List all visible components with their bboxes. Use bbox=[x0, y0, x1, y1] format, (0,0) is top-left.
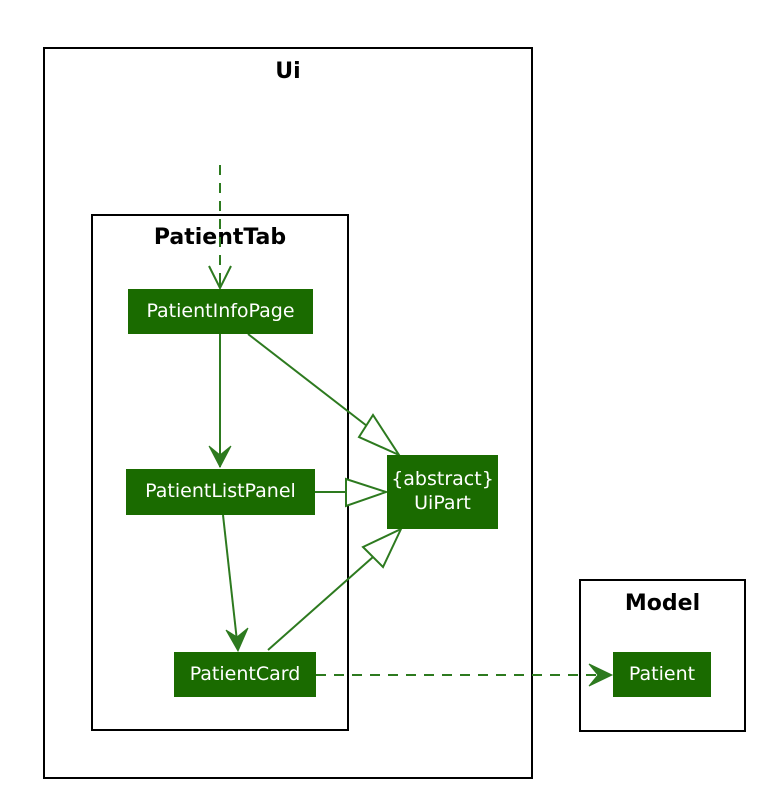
package-ui: Ui bbox=[43, 47, 533, 779]
package-model: Model bbox=[579, 579, 746, 732]
class-patient: Patient bbox=[613, 652, 711, 697]
arrowhead-listpanel-card bbox=[225, 627, 249, 653]
class-ui-part-label: UiPart bbox=[414, 492, 471, 514]
triangle-card-uipart bbox=[361, 526, 404, 569]
class-patient-card-label: PatientCard bbox=[189, 662, 301, 685]
package-model-title: Model bbox=[624, 591, 701, 616]
class-patient-list-panel-label: PatientListPanel bbox=[145, 480, 296, 503]
class-patient-info-page-label: PatientInfoPage bbox=[146, 299, 295, 322]
class-patient-list-panel: PatientListPanel bbox=[126, 469, 315, 515]
generalization-card-uipart bbox=[267, 556, 374, 651]
class-patient-info-page: PatientInfoPage bbox=[128, 289, 313, 334]
triangle-listpanel-uipart bbox=[345, 477, 390, 508]
class-ui-part: {abstract} UiPart bbox=[387, 455, 498, 529]
class-patient-label: Patient bbox=[628, 662, 696, 685]
arrowhead-infopage-listpanel bbox=[208, 445, 232, 469]
class-ui-part-stereotype: {abstract} bbox=[391, 468, 494, 491]
package-ui-title: Ui bbox=[275, 59, 301, 84]
association-listpanel-card bbox=[222, 514, 239, 651]
triangle-infopage-uipart bbox=[357, 413, 402, 458]
package-patient-tab: PatientTab bbox=[91, 214, 349, 731]
arrowhead-card-patient bbox=[588, 663, 614, 687]
class-patient-card: PatientCard bbox=[174, 652, 316, 697]
generalization-infopage-uipart bbox=[247, 333, 368, 427]
